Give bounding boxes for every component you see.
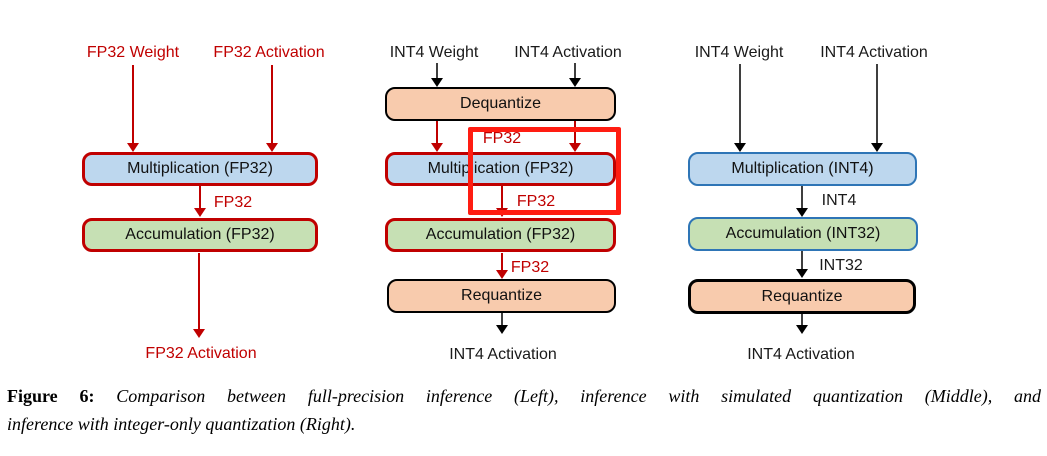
right-accum-out-dtype-label: INT32 <box>819 257 863 274</box>
arrow-down-icon <box>495 253 509 279</box>
middle-requantize-node: Requantize <box>387 279 616 313</box>
figure-caption: Figure 6: Comparison between full-precis… <box>7 382 1041 438</box>
left-output-label: FP32 Activation <box>145 345 257 362</box>
caption-figure-label: Figure 6: <box>7 386 95 406</box>
middle-mult-out-dtype-label: FP32 <box>516 193 556 210</box>
middle-accumulation-node: Accumulation (FP32) <box>385 218 616 252</box>
middle-dequant-out-dtype-label: FP32 <box>482 130 522 147</box>
arrow-down-icon <box>192 253 206 338</box>
left-input-activation-label: FP32 Activation <box>213 44 325 61</box>
middle-accum-out-dtype-label: FP32 <box>510 259 550 276</box>
left-multiplication-node: Multiplication (FP32) <box>82 152 318 186</box>
right-requantize-node: Requantize <box>688 279 916 314</box>
middle-multiplication-node: Multiplication (FP32) <box>385 152 616 186</box>
right-multiplication-node: Multiplication (INT4) <box>688 152 917 186</box>
middle-input-activation-label: INT4 Activation <box>514 44 622 61</box>
arrow-down-icon <box>126 65 140 152</box>
arrow-down-icon <box>193 186 207 217</box>
left-accumulation-node: Accumulation (FP32) <box>82 218 318 252</box>
right-accumulation-node: Accumulation (INT32) <box>688 217 918 251</box>
caption-line-2: inference with integer-only quantization… <box>7 414 356 434</box>
caption-line-1: Figure 6: Comparison between full-precis… <box>7 382 1041 410</box>
right-input-weight-label: INT4 Weight <box>694 44 784 61</box>
caption-body-line1: Comparison between full-precision infere… <box>116 386 1042 406</box>
arrow-down-icon <box>495 313 509 334</box>
arrow-down-icon <box>568 63 582 87</box>
arrow-down-icon <box>795 314 809 334</box>
arrow-down-icon <box>568 121 582 152</box>
middle-input-weight-label: INT4 Weight <box>389 44 479 61</box>
arrow-down-icon <box>733 64 747 152</box>
arrow-down-icon <box>430 121 444 152</box>
arrow-down-icon <box>795 251 809 278</box>
middle-output-label: INT4 Activation <box>449 346 557 363</box>
arrow-down-icon <box>265 65 279 152</box>
right-output-label: INT4 Activation <box>747 346 855 363</box>
fp32-highlight-rectangle <box>468 127 621 215</box>
right-input-activation-label: INT4 Activation <box>820 44 928 61</box>
arrow-down-icon <box>870 64 884 152</box>
arrow-down-icon <box>430 63 444 87</box>
middle-dequantize-node: Dequantize <box>385 87 616 121</box>
left-mult-out-dtype-label: FP32 <box>213 194 253 211</box>
left-input-weight-label: FP32 Weight <box>86 44 180 61</box>
arrow-down-icon <box>795 186 809 217</box>
right-mult-out-dtype-label: INT4 <box>821 192 857 209</box>
